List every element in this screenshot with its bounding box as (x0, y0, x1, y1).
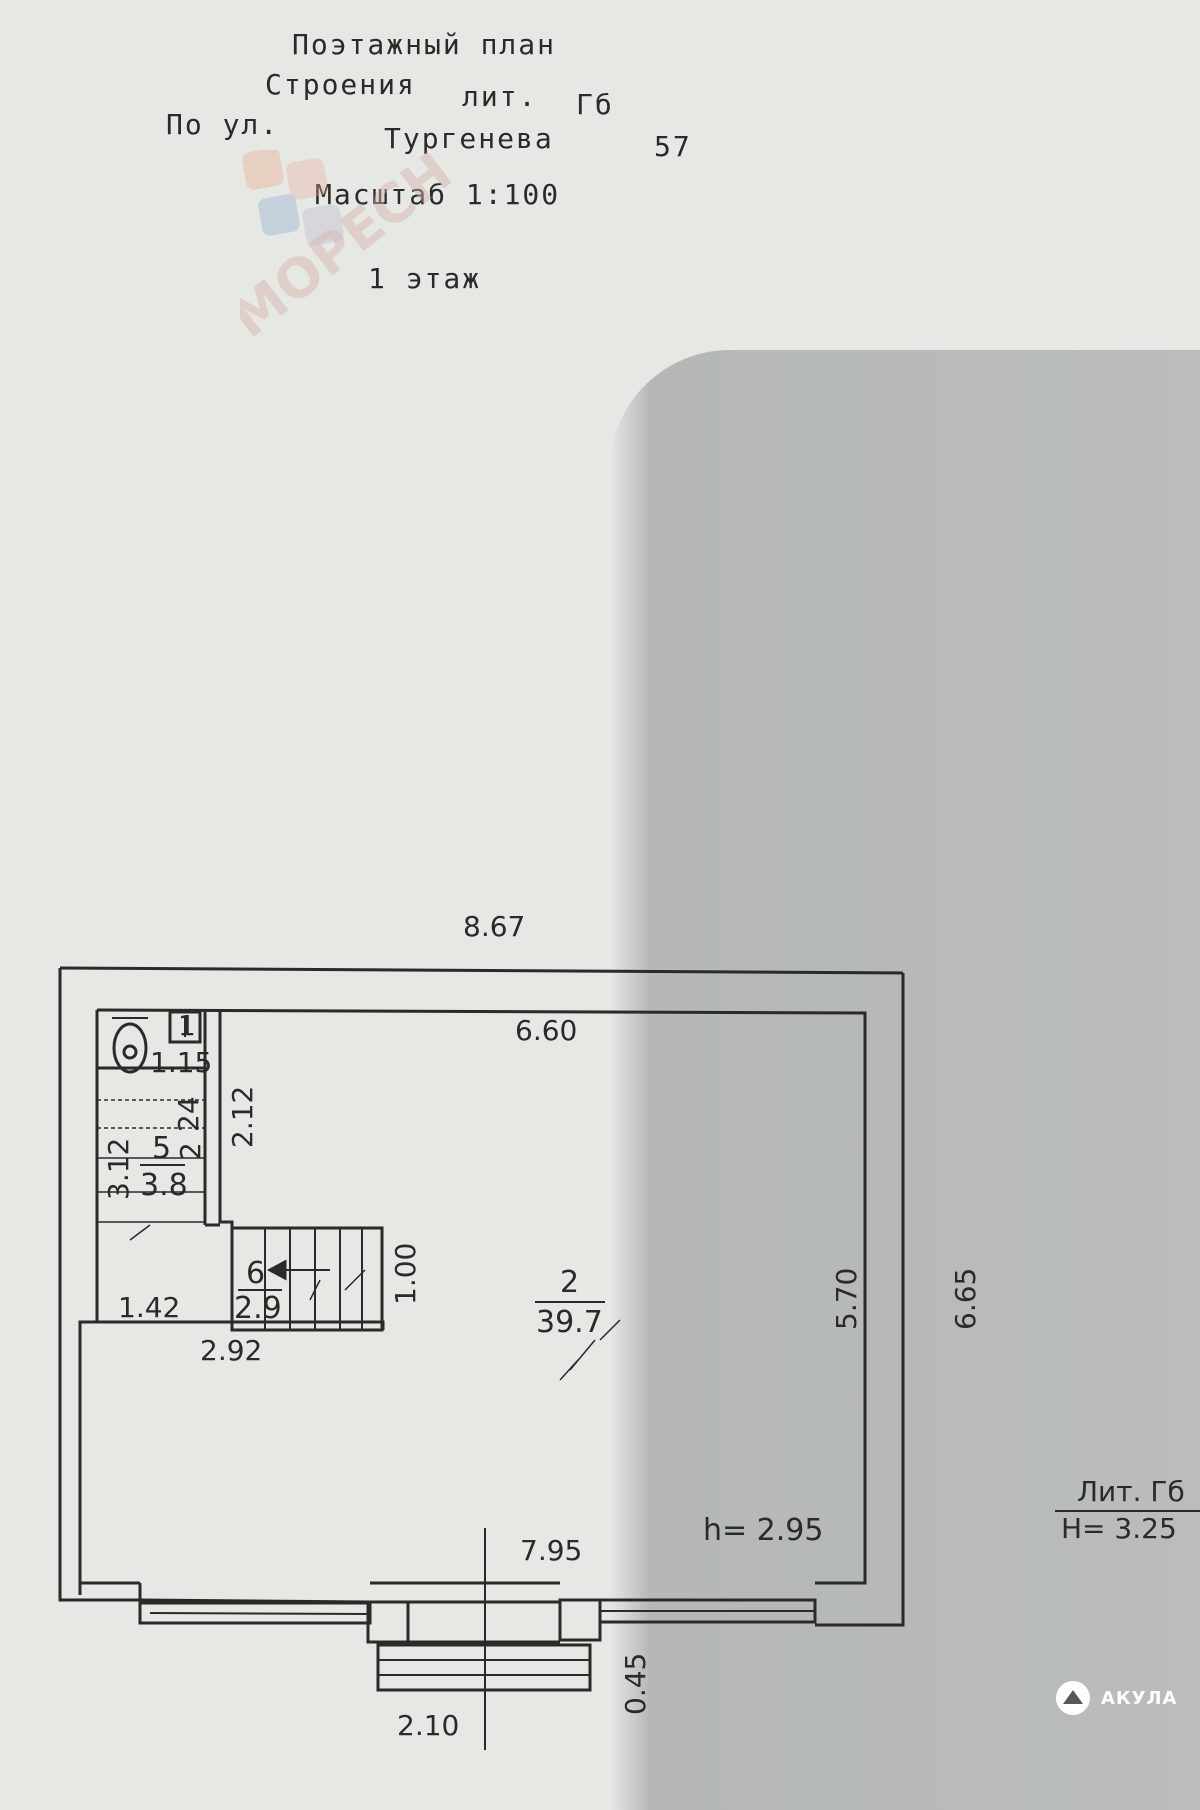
room-6-area: 2.9 (234, 1291, 282, 1326)
lit-height-block: Лит. Гб H= 3.25 (1055, 1475, 1200, 1545)
room-5-area: 3.8 (140, 1168, 188, 1203)
dim-front-width: 7.95 (520, 1534, 582, 1567)
shark-icon (1056, 1681, 1090, 1715)
dim-stair-depth: 1.00 (389, 1243, 422, 1305)
dim-outer-width: 8.67 (463, 910, 525, 943)
dim-outer-depth: 6.65 (949, 1268, 982, 1330)
outer-wall-left (58, 968, 140, 1602)
house-number: 57 (654, 130, 692, 163)
room-1-number: 1 (178, 1009, 196, 1042)
ceiling-height: h= 2.95 (703, 1513, 823, 1548)
lit-block-label: Лит. Гб (1077, 1475, 1185, 1508)
dim-small-a: 24 (172, 1096, 205, 1132)
floor-label: 1 этаж (368, 262, 482, 295)
dim-hall-depth: 2.12 (226, 1086, 259, 1148)
floor-plan: 8.67 6.60 6.65 5.70 7.95 2.10 0.45 1.15 … (58, 910, 982, 1750)
room-5-number: 5 (152, 1131, 171, 1166)
dim-inner-depth: 5.70 (830, 1268, 863, 1330)
hall-wall (218, 1012, 234, 1330)
street-name: Тургенева (384, 122, 554, 155)
wc-fixture (168, 1010, 202, 1044)
scale-label: Масштаб 1:100 (315, 178, 561, 211)
lit-value: Гб (576, 88, 614, 121)
outer-wall-right (815, 973, 905, 1627)
stair-room-6 (230, 1226, 384, 1332)
dim-porch-depth: 0.45 (619, 1653, 652, 1715)
room-6-number: 6 (246, 1256, 265, 1291)
building-label: Строения (265, 68, 416, 101)
stair-arrow-icon (266, 1259, 287, 1281)
street-prefix: По ул. (166, 108, 280, 141)
dim-hall-side: 3.12 (102, 1138, 135, 1200)
room-2-number: 2 (560, 1265, 579, 1300)
room-2-area: 39.7 (536, 1305, 603, 1340)
outer-wall-top (59, 966, 904, 975)
dim-porch-width: 2.10 (397, 1709, 459, 1742)
door-left-jamb (366, 1600, 410, 1644)
dim-wc-width: 1.15 (150, 1046, 212, 1079)
lit-block-height: H= 3.25 (1061, 1512, 1177, 1545)
dim-inner-width: 6.60 (515, 1014, 577, 1047)
door-right-jamb (558, 1598, 602, 1642)
dim-hall-bottom: 1.42 (118, 1291, 180, 1324)
logo-text: АКУЛА (1101, 1687, 1178, 1709)
dim-left-block: 2.92 (200, 1334, 262, 1367)
plan-title: Поэтажный план (292, 28, 557, 61)
inner-wall (96, 1008, 867, 1585)
toilet-icon (112, 1022, 148, 1074)
lit-block-divider (1055, 1510, 1200, 1512)
lit-label: лит. (462, 80, 538, 113)
akula-logo: АКУЛА (1055, 1680, 1177, 1716)
dim-small-b: 2 (174, 1142, 207, 1160)
